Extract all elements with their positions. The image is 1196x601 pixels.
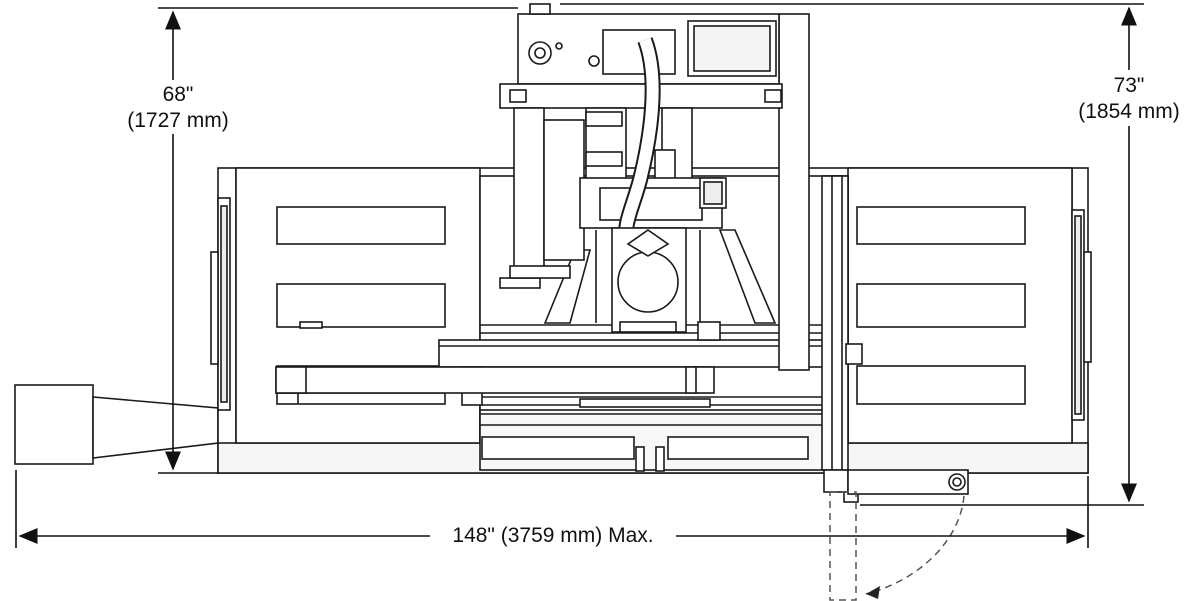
width-label: 148" (3759 mm) Max. — [452, 524, 653, 547]
wheel-bracket — [847, 469, 969, 495]
spindle-head — [611, 227, 721, 341]
right-vertical-post — [778, 13, 863, 503]
bay-fixture — [699, 177, 727, 209]
right-panel — [847, 167, 1092, 444]
height-right-metric: (1854 mm) — [1078, 100, 1180, 123]
spindle-column — [499, 107, 723, 289]
center-drawers — [479, 409, 829, 472]
inner-rails — [275, 366, 828, 408]
height-left-metric: (1727 mm) — [127, 109, 229, 132]
machine-body — [14, 3, 1092, 503]
door-swing-dashed — [829, 491, 965, 601]
door-swing-arrowhead — [866, 586, 880, 599]
height-right-imperial: 73" — [1114, 74, 1145, 97]
left-panel — [210, 167, 481, 444]
top-control-box — [499, 3, 783, 109]
left-extension-cone — [14, 384, 219, 465]
height-left-imperial: 68" — [163, 83, 194, 106]
